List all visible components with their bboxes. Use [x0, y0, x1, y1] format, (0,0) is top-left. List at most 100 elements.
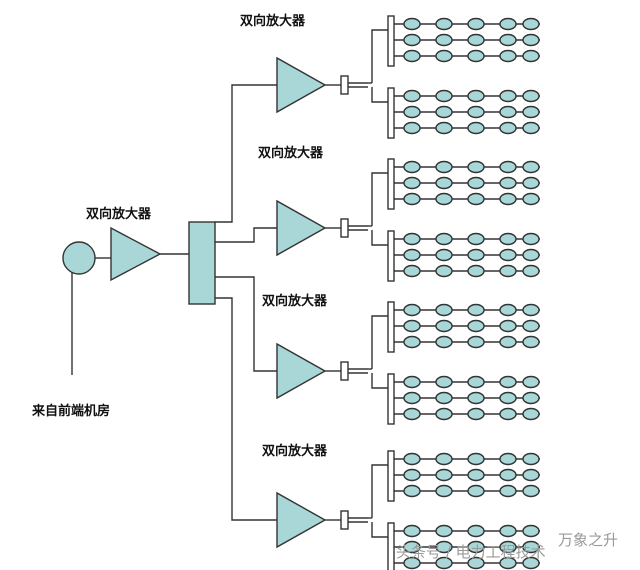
outlet-3-1-2-2: [435, 319, 453, 333]
outlet-3-2-1-4: [499, 375, 517, 389]
outlet-2-2-2-5: [522, 248, 540, 262]
outlet-2-1-1-1: [403, 160, 421, 174]
outlet-2-1-2-3: [467, 176, 485, 190]
trunk-line-3: [215, 276, 277, 372]
branch-3-terminal-bar-2: [387, 373, 395, 425]
outlet-1-1-3-2: [435, 49, 453, 63]
outlet-3-1-3-1: [403, 335, 421, 349]
outlet-1-1-2-4: [499, 33, 517, 47]
branch-4-feed-upper: [371, 464, 388, 518]
outlet-4-1-3-3: [467, 484, 485, 498]
outlet-3-1-3-2: [435, 335, 453, 349]
outlet-4-2-3-4: [499, 556, 517, 570]
outlet-4-1-1-2: [435, 452, 453, 466]
outlet-2-1-3-2: [435, 192, 453, 206]
trunk-line-2: [215, 227, 277, 243]
branch-1-feed-upper: [371, 29, 388, 83]
outlet-4-1-1-3: [467, 452, 485, 466]
outlet-1-2-3-3: [467, 121, 485, 135]
source-node: [62, 241, 96, 275]
outlet-4-1-2-4: [499, 468, 517, 482]
outlet-4-2-1-1: [403, 524, 421, 538]
outlet-4-2-3-1: [403, 556, 421, 570]
outlet-3-2-2-2: [435, 391, 453, 405]
outlet-3-2-2-1: [403, 391, 421, 405]
outlet-2-2-2-3: [467, 248, 485, 262]
outlet-3-2-1-1: [403, 375, 421, 389]
outlet-2-1-1-3: [467, 160, 485, 174]
outlet-1-1-2-3: [467, 33, 485, 47]
outlet-4-2-1-2: [435, 524, 453, 538]
outlet-4-2-3-3: [467, 556, 485, 570]
outlet-4-1-1-4: [499, 452, 517, 466]
outlet-1-2-1-1: [403, 89, 421, 103]
outlet-2-2-3-4: [499, 264, 517, 278]
watermark-right: 万象之升: [558, 531, 619, 549]
outlet-4-2-1-5: [522, 524, 540, 538]
amplifier-3-triangle: [276, 342, 327, 400]
outlet-4-1-2-3: [467, 468, 485, 482]
outlet-3-1-2-1: [403, 319, 421, 333]
trunk-line-4: [215, 297, 277, 521]
outlet-2-1-1-2: [435, 160, 453, 174]
outlet-1-2-3-5: [522, 121, 540, 135]
branch-4-terminal-bar-2: [387, 522, 395, 570]
outlet-3-2-3-1: [403, 407, 421, 421]
main-splitter: [188, 221, 216, 305]
outlet-3-1-3-5: [522, 335, 540, 349]
outlet-3-2-1-2: [435, 375, 453, 389]
amplifier-1-triangle: [276, 56, 327, 114]
outlet-4-2-1-3: [467, 524, 485, 538]
outlet-2-1-1-4: [499, 160, 517, 174]
amplifier-4-label: 双向放大器: [262, 444, 328, 459]
outlet-2-2-1-3: [467, 232, 485, 246]
outlet-1-2-1-2: [435, 89, 453, 103]
outlet-1-2-2-1: [403, 105, 421, 119]
branch-3-feed-lower: [371, 373, 388, 389]
outlet-2-2-1-5: [522, 232, 540, 246]
outlet-1-1-1-3: [467, 17, 485, 31]
branch-4-feed-lower: [371, 522, 388, 538]
outlet-2-1-3-5: [522, 192, 540, 206]
outlet-1-2-2-2: [435, 105, 453, 119]
outlet-3-1-2-3: [467, 319, 485, 333]
amplifier-3-label: 双向放大器: [262, 294, 328, 309]
outlet-2-2-2-2: [435, 248, 453, 262]
outlet-3-2-3-5: [522, 407, 540, 421]
tap-4: [340, 510, 349, 530]
trunk-line-1: [215, 84, 277, 223]
outlet-3-1-3-4: [499, 335, 517, 349]
outlet-4-2-3-5: [522, 556, 540, 570]
tap-1: [340, 75, 349, 95]
outlet-4-2-3-2: [435, 556, 453, 570]
outlet-2-2-3-5: [522, 264, 540, 278]
outlet-2-2-2-1: [403, 248, 421, 262]
outlet-4-2-2-2: [435, 540, 453, 554]
outlet-3-1-1-3: [467, 303, 485, 317]
outlet-4-1-1-1: [403, 452, 421, 466]
outlet-3-1-1-5: [522, 303, 540, 317]
amplifier-4-triangle: [276, 491, 327, 549]
tap-3: [340, 361, 349, 381]
outlet-1-2-2-4: [499, 105, 517, 119]
outlet-2-1-2-5: [522, 176, 540, 190]
outlet-1-1-1-4: [499, 17, 517, 31]
outlet-1-1-3-5: [522, 49, 540, 63]
outlet-4-1-3-1: [403, 484, 421, 498]
outlet-1-1-3-4: [499, 49, 517, 63]
outlet-2-1-3-4: [499, 192, 517, 206]
outlet-3-2-1-5: [522, 375, 540, 389]
branch-3-feed-upper: [371, 315, 388, 369]
outlet-3-2-2-5: [522, 391, 540, 405]
outlet-3-1-2-5: [522, 319, 540, 333]
outlet-3-1-2-4: [499, 319, 517, 333]
outlet-2-2-3-1: [403, 264, 421, 278]
outlet-4-2-2-3: [467, 540, 485, 554]
outlet-4-2-2-5: [522, 540, 540, 554]
outlet-2-1-3-3: [467, 192, 485, 206]
tap-2: [340, 218, 349, 238]
branch-1-feed-lower: [371, 87, 388, 103]
branch-2-terminal-bar-2: [387, 230, 395, 282]
outlet-3-2-3-3: [467, 407, 485, 421]
